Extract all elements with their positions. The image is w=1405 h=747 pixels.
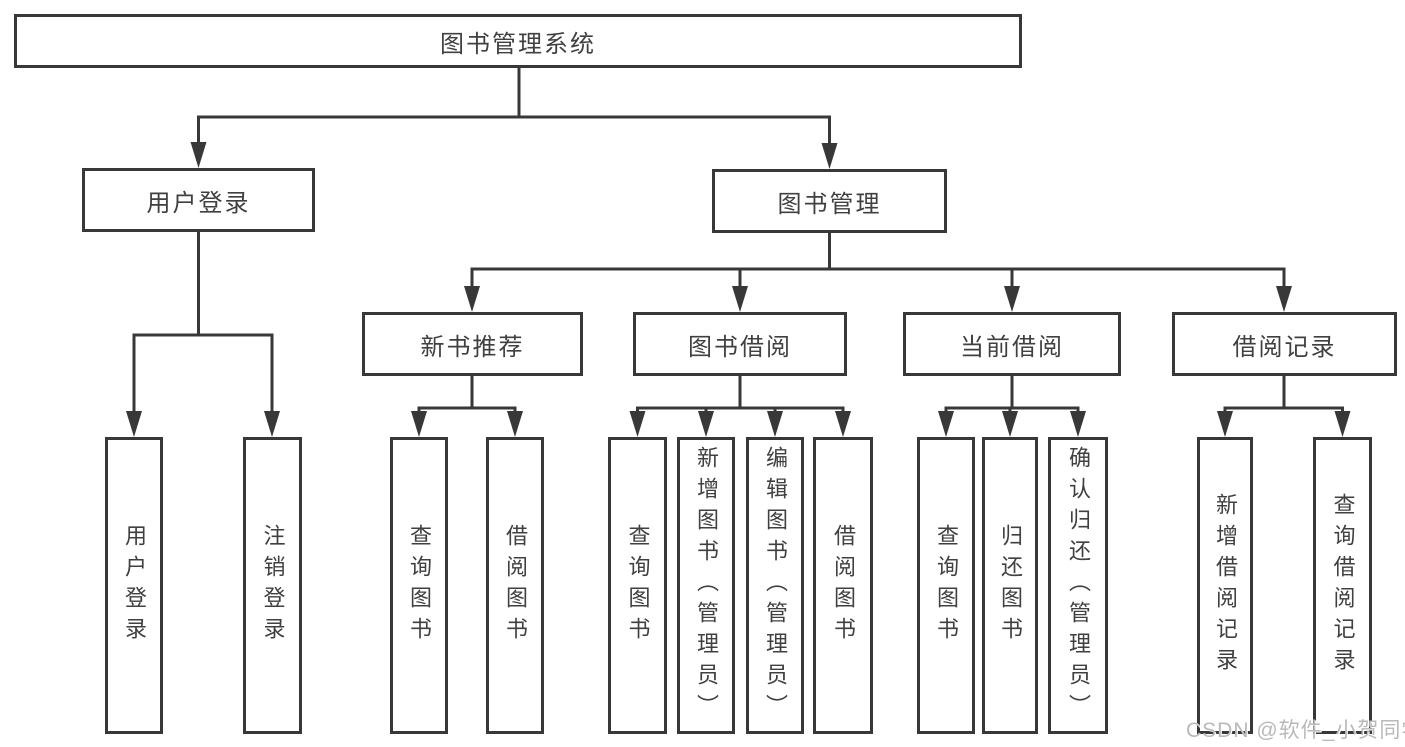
leaf-query-borrow-record-label: 查询借阅记录 — [1330, 492, 1356, 679]
leaf-edit-books-admin-label: 编辑图书（管理员） — [763, 446, 788, 725]
leaf-query-borrow-record: 查询借阅记录 — [1313, 437, 1372, 734]
node-borrow-records: 借阅记录 — [1172, 312, 1397, 376]
leaf-query-books-2-label: 查询图书 — [625, 523, 651, 648]
node-current-borrow-label: 当前借阅 — [960, 333, 1064, 361]
leaf-confirm-return-admin: 确认归还（管理员） — [1048, 437, 1108, 734]
node-user-login-label: 用户登录 — [146, 189, 251, 217]
csdn-watermark: CSDN @软件_小贺同学 — [1186, 719, 1405, 742]
leaf-user-login-label: 用户登录 — [122, 523, 147, 648]
node-borrow-records-label: 借阅记录 — [1232, 333, 1337, 361]
node-book-management-label: 图书管理 — [777, 190, 882, 218]
node-new-book-recommend-label: 新书推荐 — [420, 333, 525, 361]
node-book-borrow-label: 图书借阅 — [688, 333, 792, 361]
leaf-add-books-admin-label: 新增图书（管理员） — [694, 446, 719, 725]
node-root-library-system: 图书管理系统 — [14, 14, 1022, 68]
leaf-add-borrow-record: 新增借阅记录 — [1197, 437, 1253, 734]
leaf-query-books-1: 查询图书 — [390, 437, 448, 734]
leaf-borrow-books-2: 借阅图书 — [813, 437, 873, 734]
leaf-query-books-1-label: 查询图书 — [407, 523, 432, 648]
leaf-user-login: 用户登录 — [105, 437, 163, 734]
node-new-book-recommend: 新书推荐 — [362, 312, 583, 376]
leaf-logout-label: 注销登录 — [260, 523, 286, 648]
leaf-query-books-3: 查询图书 — [917, 437, 975, 734]
node-book-management: 图书管理 — [712, 169, 947, 233]
leaf-edit-books-admin: 编辑图书（管理员） — [746, 437, 804, 734]
leaf-logout: 注销登录 — [243, 437, 302, 734]
node-current-borrow: 当前借阅 — [903, 312, 1121, 376]
leaf-add-borrow-record-label: 新增借阅记录 — [1213, 492, 1238, 679]
leaf-query-books-2: 查询图书 — [608, 437, 667, 734]
leaf-borrow-books-2-label: 借阅图书 — [831, 523, 856, 648]
leaf-confirm-return-admin-label: 确认归还（管理员） — [1066, 446, 1091, 725]
leaf-return-books-label: 归还图书 — [998, 523, 1023, 648]
leaf-add-books-admin: 新增图书（管理员） — [677, 437, 735, 734]
leaf-borrow-books-1: 借阅图书 — [486, 437, 544, 734]
leaf-borrow-books-1-label: 借阅图书 — [503, 523, 528, 648]
node-book-borrow: 图书借阅 — [633, 312, 847, 376]
node-root-label: 图书管理系统 — [440, 30, 596, 58]
node-user-login: 用户登录 — [82, 168, 315, 232]
leaf-return-books: 归还图书 — [982, 437, 1038, 734]
leaf-query-books-3-label: 查询图书 — [934, 523, 959, 648]
